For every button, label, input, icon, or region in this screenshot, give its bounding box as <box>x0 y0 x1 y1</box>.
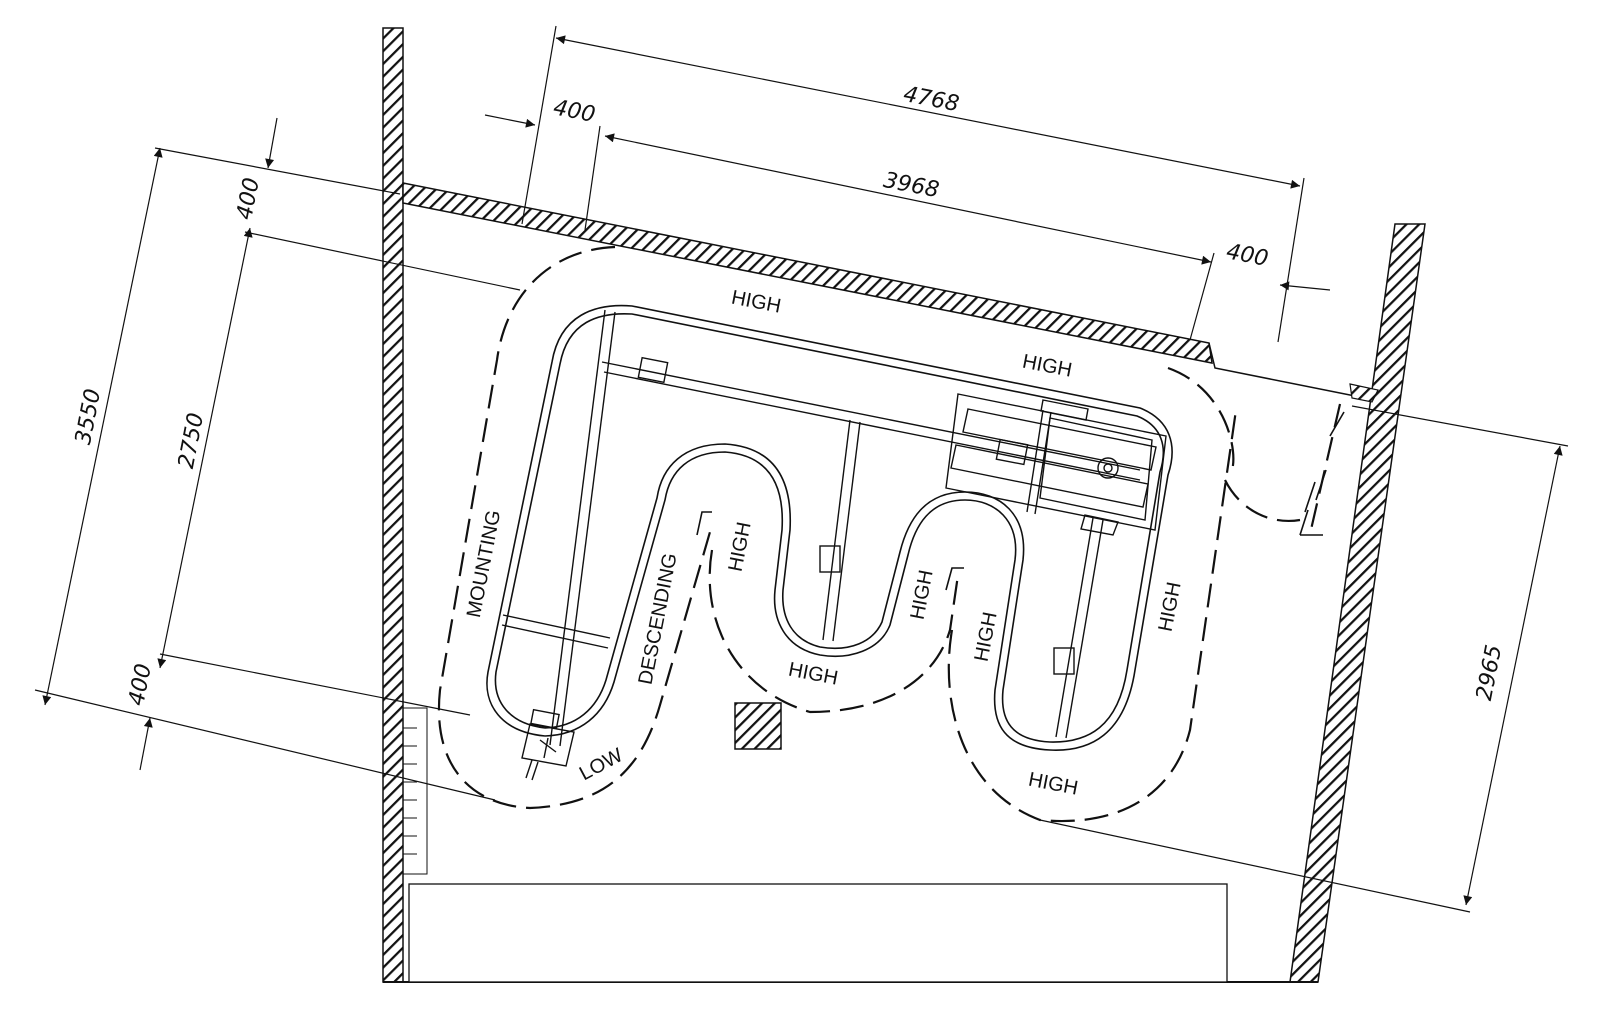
label-high-loop1-left: HIGH <box>725 520 756 573</box>
dimensions <box>34 25 1569 913</box>
dim-overall-depth: 3550 <box>71 387 106 447</box>
dim-wall-offset: 2965 <box>1472 643 1507 703</box>
left-wall <box>382 27 404 983</box>
label-high-top: HIGH <box>730 287 783 318</box>
bottom-bench <box>408 883 1228 983</box>
label-low: LOW <box>576 744 627 785</box>
left-wall-ladder <box>402 707 428 875</box>
right-door <box>1299 411 1345 536</box>
label-high-loop2-right: HIGH <box>907 568 938 621</box>
dim-overall-length: 4768 <box>901 82 961 117</box>
dim-clearance-top: 400 <box>232 176 265 222</box>
dim-inner-length: 3968 <box>881 168 941 203</box>
label-descending: DESCENDING <box>635 551 682 686</box>
hatched-block <box>734 702 782 750</box>
label-high-right: HIGH <box>1155 580 1186 633</box>
label-high-loop2-left: HIGH <box>971 610 1002 663</box>
dim-clearance-right: 400 <box>1224 239 1270 272</box>
label-high-bottom: HIGH <box>1027 769 1080 800</box>
dim-clearance-bottom: 400 <box>124 662 157 708</box>
loop-markers <box>696 511 964 591</box>
label-high-loop1-bottom: HIGH <box>787 659 840 690</box>
track-car <box>521 708 575 781</box>
support-frame <box>501 309 1167 747</box>
label-high-top-right: HIGH <box>1021 351 1074 382</box>
dim-clearance-left: 400 <box>551 95 597 128</box>
top-wall-end <box>1208 342 1366 399</box>
dim-inner-depth: 2750 <box>174 411 209 471</box>
right-wall <box>1289 223 1426 983</box>
dimension-labels: 4768 3968 400 400 400 400 3550 2750 2965 <box>71 82 1507 708</box>
right-wall-stub <box>1349 383 1379 403</box>
